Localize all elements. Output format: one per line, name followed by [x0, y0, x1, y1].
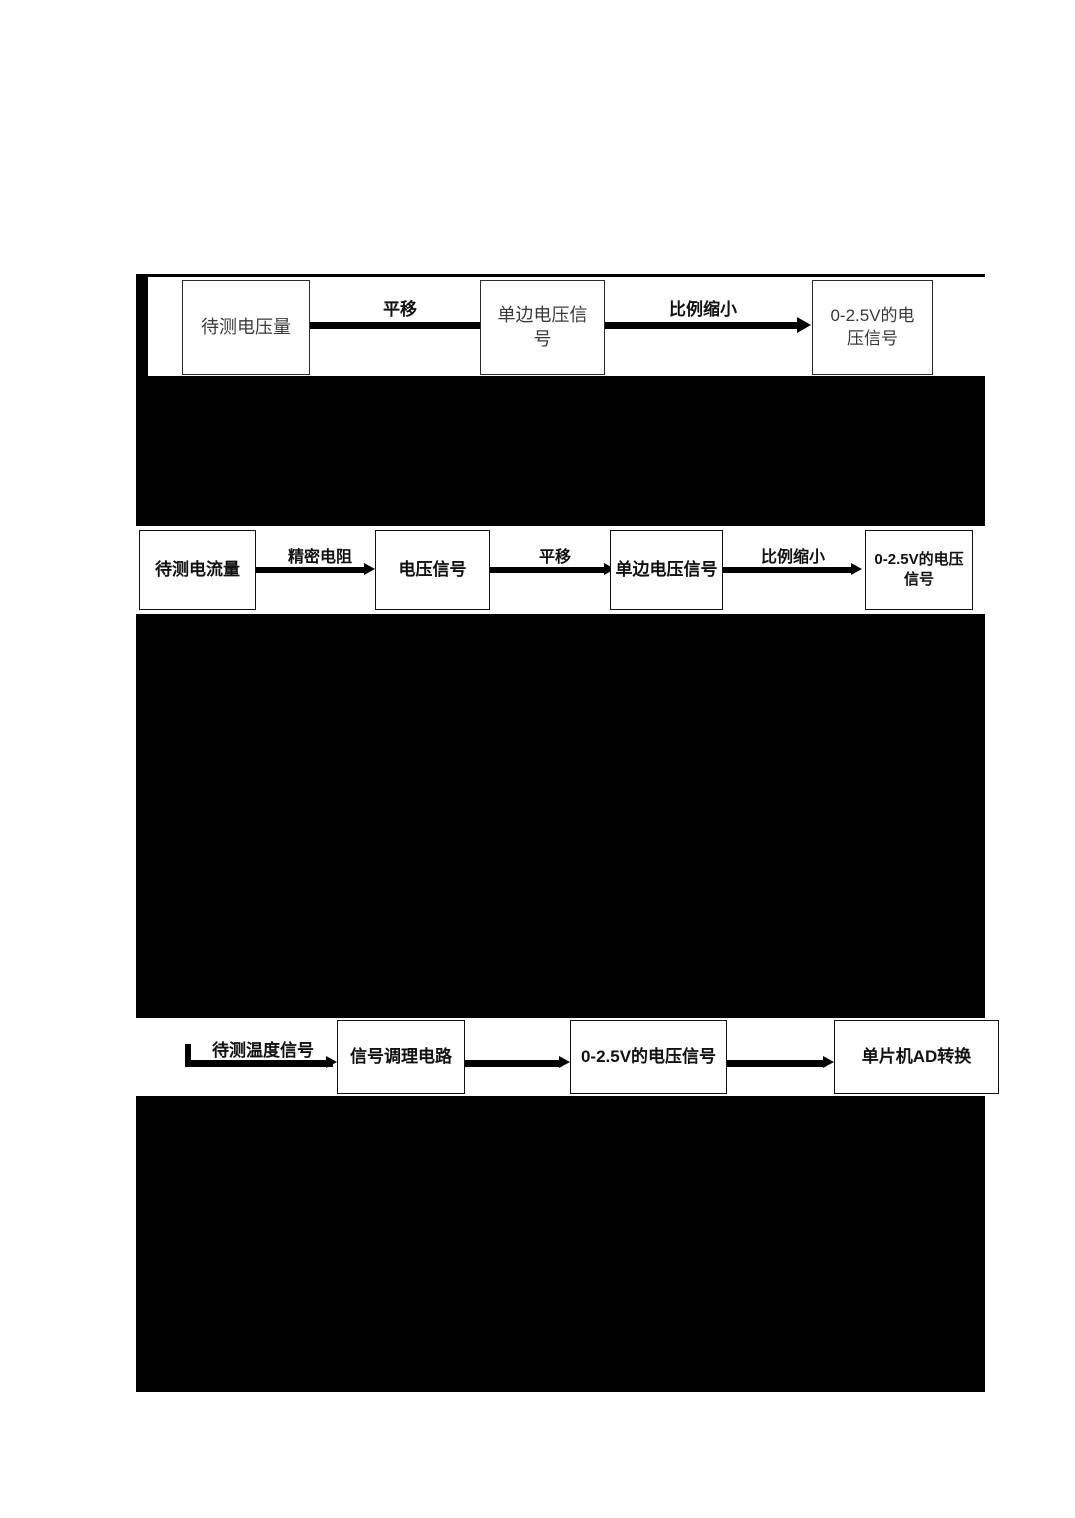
diagram-temperature-measurement-flow: 待测温度信号 信号调理电路 0-2.5V的电压信号 单片机AD转换	[136, 1018, 999, 1096]
flow-node-output-0-2-5v[interactable]: 0-2.5V的电 压信号	[812, 280, 933, 375]
flow-node-label: 单片机AD转换	[861, 1046, 972, 1066]
flow-node-label: 电压信号	[398, 559, 467, 579]
flow-arrow-1-shaft	[256, 567, 366, 573]
flow-node-voltage-signal[interactable]: 电压信号	[375, 530, 490, 610]
flow-arrow-2-head	[797, 317, 811, 333]
flow-arrow-2-shaft	[465, 1060, 561, 1067]
flow-arrow-2-head	[604, 563, 615, 575]
flow-input-tick	[185, 1044, 191, 1066]
flow-arrow-1-caption: 精密电阻	[287, 549, 352, 566]
flow-arrow-2-shaft	[605, 322, 799, 329]
flow-node-mcu-ad-conversion[interactable]: 单片机AD转换	[834, 1020, 999, 1094]
flow-node-single-ended-voltage[interactable]: 单边电压信号	[610, 530, 723, 610]
flow-arrow-input-head	[326, 1056, 337, 1068]
flow-arrow-1-shaft	[310, 322, 482, 329]
flow-node-label: 单边电压信号	[615, 559, 718, 579]
flow-arrow-2-head	[559, 1056, 570, 1068]
flow-arrow-2-shaft	[490, 567, 606, 573]
flow-node-signal-conditioning-circuit[interactable]: 信号调理电路	[337, 1020, 465, 1094]
flow-arrow-3-shaft	[723, 567, 853, 573]
flow-node-label: 0-2.5V的电压 信号	[874, 551, 964, 588]
flow-arrow-2-caption: 平移	[538, 549, 571, 566]
flow-arrow-input-shaft	[185, 1060, 333, 1067]
flow-arrow-3-head	[823, 1056, 834, 1068]
inverted-background-band-lower	[136, 1095, 985, 1392]
flow-arrow-3-shaft	[727, 1060, 825, 1067]
flow-node-label: 待测电流量	[155, 559, 240, 579]
flow-arrow-2-caption: 比例缩小	[669, 300, 737, 319]
flow-node-label: 待测电压量	[201, 316, 291, 337]
flow-node-label: 单边电压信 号	[497, 304, 588, 349]
diagram-voltage-measurement-flow: 待测电压量 平移 单边电压信 号 比例缩小 0-2.5V的电 压信号	[148, 277, 985, 376]
flow-node-label: 0-2.5V的电压信号	[580, 1046, 717, 1066]
flow-node-voltage-input[interactable]: 待测电压量	[182, 280, 310, 375]
flow-input-label: 待测温度信号	[212, 1041, 314, 1060]
flow-node-current-input[interactable]: 待测电流量	[139, 530, 256, 610]
flow-node-single-ended-voltage[interactable]: 单边电压信 号	[480, 280, 605, 375]
flow-node-output-0-2-5v[interactable]: 0-2.5V的电压 信号	[865, 530, 973, 610]
flow-node-label: 信号调理电路	[350, 1046, 452, 1066]
flow-arrow-3-caption: 比例缩小	[760, 549, 825, 566]
flow-node-label: 0-2.5V的电 压信号	[830, 306, 915, 348]
flow-node-output-0-2-5v[interactable]: 0-2.5V的电压信号	[570, 1020, 727, 1094]
flow-arrow-3-head	[851, 563, 862, 575]
flow-arrow-1-head	[364, 563, 375, 575]
flow-arrow-1-caption: 平移	[383, 300, 417, 319]
inverted-background-band-middle	[136, 613, 985, 1019]
diagram-current-measurement-flow: 待测电流量 精密电阻 电压信号 平移 单边电压信号 比例缩小 0-2.5V的电压…	[136, 526, 985, 614]
